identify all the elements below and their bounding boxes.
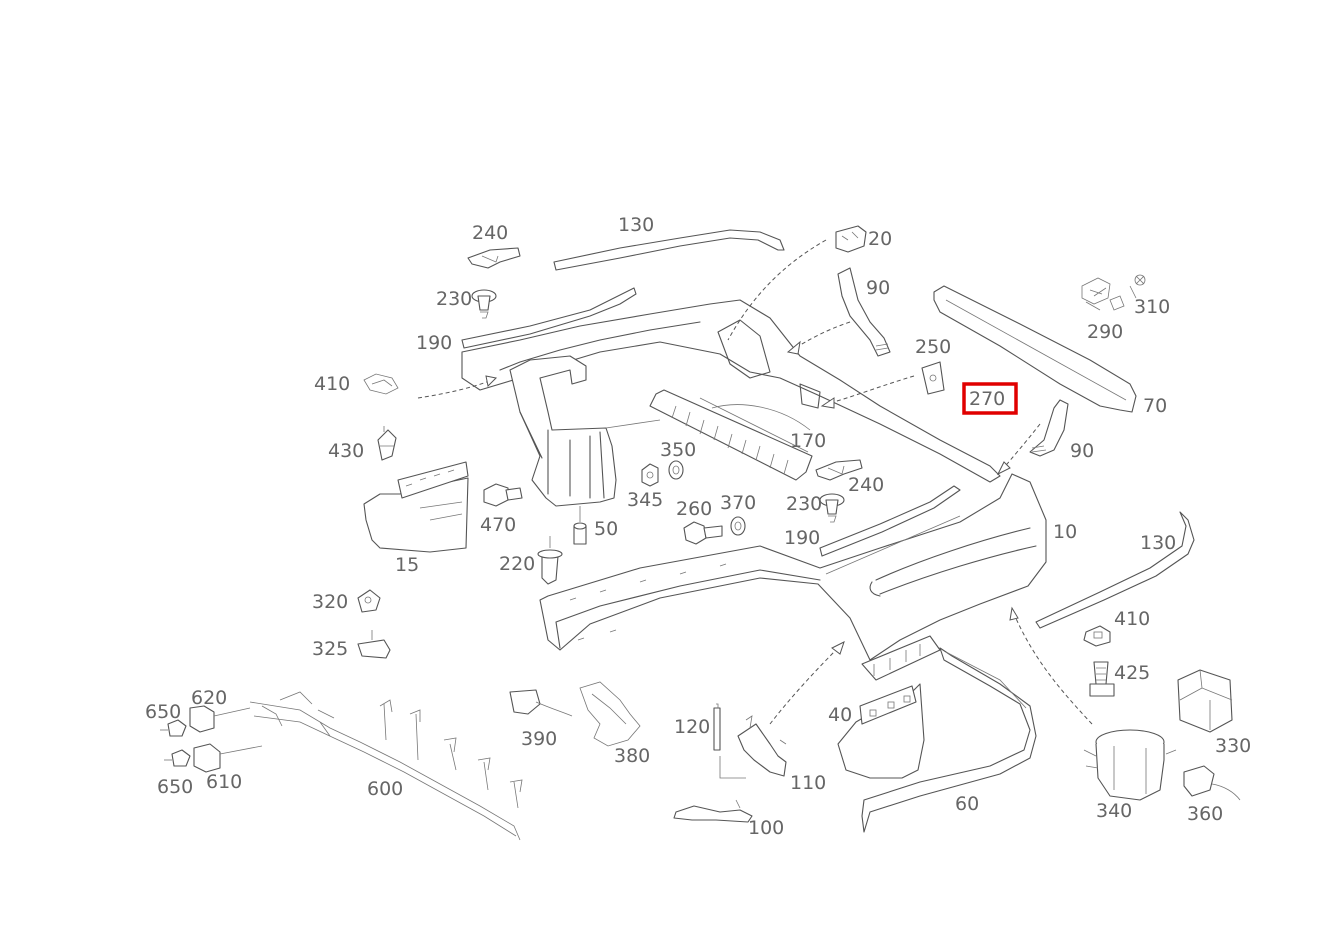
callout-345[interactable]: 345	[627, 489, 663, 511]
callout-330[interactable]: 330	[1215, 735, 1251, 757]
callout-250[interactable]: 250	[915, 336, 951, 358]
bolt-470[interactable]	[483, 483, 523, 507]
wiring-380[interactable]	[579, 681, 641, 747]
bracket-90-right[interactable]	[1029, 399, 1069, 457]
clip-320[interactable]	[357, 589, 381, 613]
assembly-arrows	[417, 239, 1093, 725]
highlight-box-270	[962, 382, 1018, 415]
callout-425[interactable]: 425	[1114, 662, 1150, 684]
seal-190-lower[interactable]	[819, 485, 961, 557]
callout-390[interactable]: 390	[521, 728, 557, 750]
callout-430[interactable]: 430	[328, 440, 364, 462]
push-pin-230-upper[interactable]	[471, 289, 497, 319]
clip-325[interactable]	[357, 630, 391, 659]
callout-360[interactable]: 360	[1187, 803, 1223, 825]
callout-20[interactable]: 20	[868, 228, 892, 250]
callout-350[interactable]: 350	[660, 439, 696, 461]
callout-15[interactable]: 15	[395, 554, 419, 576]
callout-650-upper[interactable]: 650	[145, 701, 181, 723]
seal-190-upper[interactable]	[461, 287, 637, 349]
side-panel-40[interactable]	[837, 683, 925, 779]
callout-310[interactable]: 310	[1134, 296, 1170, 318]
callout-600[interactable]: 600	[367, 778, 403, 800]
bracket-100[interactable]	[673, 799, 753, 823]
bumper-cover-10[interactable]	[539, 473, 1047, 681]
bolt-425[interactable]	[1089, 661, 1115, 697]
callout-230-upper[interactable]: 230	[436, 288, 472, 310]
clip-20[interactable]	[835, 225, 867, 253]
bolt-260[interactable]	[683, 521, 723, 545]
module-330[interactable]	[1177, 669, 1233, 733]
clip-240-lower[interactable]	[815, 459, 863, 481]
callout-100[interactable]: 100	[748, 817, 784, 839]
bulb-650-upper[interactable]	[160, 719, 187, 737]
bracket-110[interactable]	[719, 715, 787, 779]
washer-370[interactable]	[730, 516, 746, 536]
clip-240-upper[interactable]	[467, 247, 521, 269]
callout-190-upper[interactable]: 190	[416, 332, 452, 354]
callout-470[interactable]: 470	[480, 514, 516, 536]
clip-430[interactable]	[377, 426, 397, 461]
rivet-220[interactable]	[537, 536, 563, 585]
callout-130-upper[interactable]: 130	[618, 214, 654, 236]
cap-50[interactable]	[573, 506, 587, 545]
bulb-650-lower[interactable]	[164, 749, 191, 767]
callout-190-lower[interactable]: 190	[784, 527, 820, 549]
clip-410-right[interactable]	[1083, 625, 1111, 647]
screw-310[interactable]	[1129, 274, 1146, 299]
fasteners-290[interactable]	[1081, 277, 1125, 311]
callout-40[interactable]: 40	[828, 704, 852, 726]
grille-170[interactable]	[649, 389, 813, 481]
lamp-socket-610[interactable]	[193, 743, 263, 773]
callout-130-right[interactable]: 130	[1140, 532, 1176, 554]
callout-260[interactable]: 260	[676, 498, 712, 520]
trim-strip-130-right[interactable]	[1035, 511, 1195, 629]
callout-340[interactable]: 340	[1096, 800, 1132, 822]
callout-240-upper[interactable]: 240	[472, 222, 508, 244]
trim-strip-130-upper[interactable]	[553, 229, 785, 271]
callout-220[interactable]: 220	[499, 553, 535, 575]
bracket-90-upper[interactable]	[837, 267, 891, 357]
callout-230-lower[interactable]: 230	[786, 493, 822, 515]
lamp-socket-620[interactable]	[189, 705, 251, 733]
callout-10[interactable]: 10	[1053, 521, 1077, 543]
callout-90-right[interactable]: 90	[1070, 440, 1094, 462]
callout-60[interactable]: 60	[955, 793, 979, 815]
pin-120[interactable]	[713, 703, 721, 751]
connector-360[interactable]	[1183, 765, 1241, 801]
callout-650-lower[interactable]: 650	[157, 776, 193, 798]
washer-345[interactable]	[668, 460, 684, 480]
trim-strip-70[interactable]	[933, 285, 1137, 413]
callout-325[interactable]: 325	[312, 638, 348, 660]
callout-410-right[interactable]: 410	[1114, 608, 1150, 630]
bracket-250[interactable]	[921, 361, 945, 395]
callout-240-lower[interactable]: 240	[848, 474, 884, 496]
side-part-15[interactable]	[363, 461, 469, 553]
callout-110[interactable]: 110	[790, 772, 826, 794]
connector-390[interactable]	[509, 689, 573, 717]
callout-90-upper[interactable]: 90	[866, 277, 890, 299]
lower-strip-60[interactable]	[861, 647, 1037, 833]
push-pin-230-lower[interactable]	[819, 493, 845, 523]
callout-50[interactable]: 50	[594, 518, 618, 540]
housing-340[interactable]	[1083, 729, 1177, 801]
callout-320[interactable]: 320	[312, 591, 348, 613]
callout-290[interactable]: 290	[1087, 321, 1123, 343]
side-bracket-left[interactable]	[509, 355, 617, 507]
callout-380[interactable]: 380	[614, 745, 650, 767]
callout-620[interactable]: 620	[191, 687, 227, 709]
callout-70[interactable]: 70	[1143, 395, 1167, 417]
callout-410-left[interactable]: 410	[314, 373, 350, 395]
callout-170[interactable]: 170	[790, 430, 826, 452]
callout-120[interactable]: 120	[674, 716, 710, 738]
callout-370[interactable]: 370	[720, 492, 756, 514]
callout-labels: 240 130 20 230 190 90 410 250 310 290 27…	[145, 214, 1251, 839]
clip-410-left[interactable]	[363, 373, 399, 395]
callout-270[interactable]: 270	[969, 388, 1005, 410]
nut-350[interactable]	[641, 463, 659, 487]
callout-610[interactable]: 610	[206, 771, 242, 793]
wiring-harness-600[interactable]	[249, 691, 523, 841]
